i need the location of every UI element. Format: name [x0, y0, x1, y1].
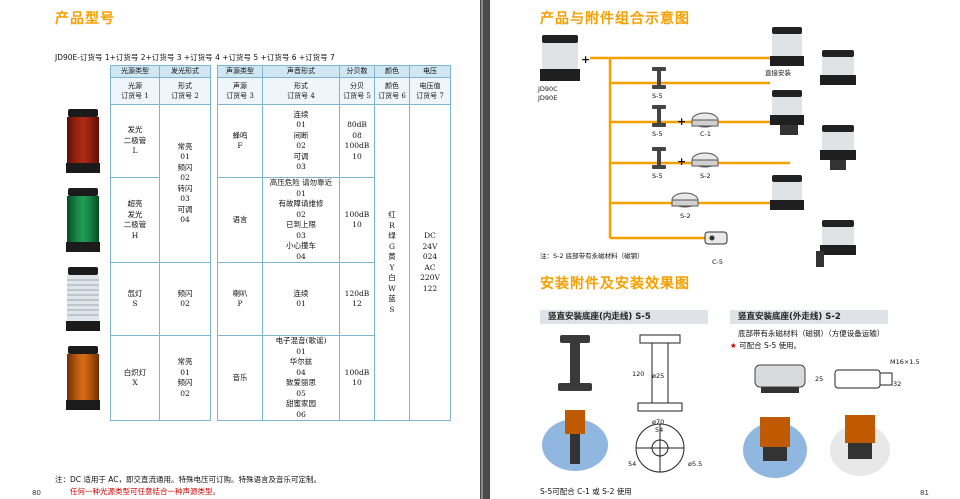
page-number-right: 81 [920, 489, 929, 497]
lamp-amber-image [55, 335, 111, 421]
header-voltage: 电压 [409, 65, 451, 78]
lamp-icon-6 [816, 220, 856, 267]
label-c1: C-1 [700, 130, 712, 138]
label-s2-b: S-2 [680, 212, 691, 220]
header-sound-form: 声音形式 [262, 65, 340, 78]
left-page: 产品型号 JD90E-订货号 1+订货号 2+订货号 3 +订货号 4 +订货号… [32, 11, 451, 497]
sound-source-horn: 喇叭 P [217, 262, 263, 336]
s2-product-image [743, 364, 893, 478]
decibel-music: 100dB 10 [339, 335, 375, 421]
light-form-incandescent: 常亮 01 频闪 02 [159, 335, 211, 421]
page-number-left: 80 [32, 489, 41, 497]
sound-source-voice: 语言 [217, 177, 263, 263]
combo-diagram-title: 产品与附件组合示意图 [540, 11, 690, 27]
panel-s5-caption: S-5可配合 C-1 或 S-2 使用 [540, 487, 632, 496]
dim-25b: 25 [815, 375, 824, 383]
sub-header-2: 形式 订货号 2 [159, 77, 211, 105]
dim-54b: 54 [628, 460, 637, 468]
header-light-form: 发光形式 [159, 65, 211, 78]
header-light-type: 光源类型 [110, 65, 160, 78]
light-source-superbright: 超亮 发光 二极管 H [110, 177, 160, 263]
light-form-xenon: 频闪 02 [159, 262, 211, 336]
header-decibel: 分贝数 [339, 65, 375, 78]
lamp-green-image [55, 177, 111, 263]
s2-base-icon-2 [671, 192, 699, 208]
note-s2: 注：S-2 底部带有永磁材料（磁钢） [540, 252, 644, 260]
label-jd90: JD90C JD90E [538, 85, 558, 102]
lamp-clear-image [55, 262, 111, 336]
header-color: 颜色 [374, 65, 410, 78]
sub-header-4: 形式 订货号 4 [262, 77, 340, 105]
footnote: 注：DC 适用于 AC，即交直流通用。特殊电压可订购。特殊语言及音乐可定制。 [55, 475, 322, 484]
jd90-lamp-icon [540, 35, 580, 81]
dim-32: 32 [893, 380, 902, 388]
dim-120: 120 [632, 370, 645, 378]
label-s5-b: S-5 [652, 130, 663, 138]
s5-product-image [542, 334, 685, 473]
lamp-icon-2 [820, 50, 856, 85]
svg-text:+: + [581, 53, 590, 66]
decibel-buzzer: 80dB 08 100dB 10 [339, 104, 375, 178]
dim-25: ø25 [652, 372, 665, 380]
c1-connector-icon [691, 112, 719, 128]
order-formula: JD90E-订货号 1+订货号 2+订货号 3 +订货号 4 +订货号 5 +订… [55, 53, 335, 62]
voltage-options: DC 24V 024 AC 220V 122 [409, 104, 451, 421]
footnote-red: 任何一种光源类型可任意结合一种声源类型。 [70, 487, 220, 496]
header-sound-type: 声源类型 [217, 65, 263, 78]
label-direct-install: 直接安装 [765, 69, 791, 77]
s2-base-icon [691, 152, 719, 168]
light-source-led: 发光 二极管 L [110, 104, 160, 178]
s5-base-icon-3 [652, 147, 666, 169]
label-s5-a: S-5 [652, 92, 663, 100]
label-s2-a: S-2 [700, 172, 711, 180]
panel-s2-desc1: 底部带有永磁材料（磁钢）（方便设备运输） [738, 329, 885, 338]
decibel-voice: 100dB 10 [339, 177, 375, 263]
s5-base-icon [652, 67, 666, 89]
direct-install-lamp-icon [770, 27, 804, 66]
sound-form-voice: 高压危险 请勿靠近 01 有故障请维修 02 已到上限 03 小心撞车 04 [262, 177, 340, 263]
lamp-icon-3 [770, 90, 804, 135]
s5-base-icon-2 [652, 105, 666, 127]
panel-s2-desc2: 可配合 S-5 使用。 [739, 341, 802, 350]
page-title: 产品型号 [55, 11, 115, 27]
combo-diagram: + [540, 27, 856, 267]
sound-source-music: 音乐 [217, 335, 263, 421]
dim-55: ø5.5 [688, 460, 703, 468]
dim-70: ø70 [652, 418, 665, 426]
sound-form-music: 电子混音(歌谣) 01 华尔兹 04 致爱丽思 05 甜蜜家园 06 [262, 335, 340, 421]
label-c5: C-5 [712, 258, 724, 266]
svg-text:+: + [677, 115, 686, 128]
lamp-red-image [55, 104, 111, 178]
sound-source-buzzer: 蜂鸣 F [217, 104, 263, 178]
color-options: 红 R 绿 G 黄 Y 白 W 蓝 S [374, 104, 410, 421]
sound-form-buzzer: 连续 01 间断 02 可调 03 [262, 104, 340, 178]
label-s5-c: S-5 [652, 172, 663, 180]
light-source-xenon: 氙灯 S [110, 262, 160, 336]
dim-54a: 54 [655, 426, 664, 434]
light-form-led: 常亮 01 频闪 02 转闪 03 可调 04 [159, 104, 211, 263]
install-title: 安装附件及安装效果图 [540, 276, 690, 292]
dim-m16: M16×1.5 [890, 358, 920, 366]
c5-bracket-icon [704, 231, 728, 245]
star-icon: ★ [730, 341, 737, 350]
svg-text:+: + [677, 155, 686, 168]
sound-form-horn: 连续 01 [262, 262, 340, 336]
light-source-incandescent: 白炽灯 X [110, 335, 160, 421]
right-page: 产品与附件组合示意图 + [490, 0, 960, 499]
sub-header-3: 声源 订货号 3 [217, 77, 263, 105]
panel-s2-title: 竖直安装底座(外走线) S-2 [730, 310, 888, 324]
sub-header-1: 光源 订货号 1 [110, 77, 160, 105]
spec-table: 光源类型 发光形式 声源类型 声音形式 分贝数 颜色 电压 光源 订货号 1 形… [55, 65, 451, 421]
lamp-icon-4 [820, 125, 856, 170]
panel-s5-title: 竖直安装底座(内走线) S-5 [540, 310, 708, 324]
sub-header-7: 电压值 订货号 7 [409, 77, 451, 105]
sub-header-5: 分贝 订货号 5 [339, 77, 375, 105]
sub-header-6: 颜色 订货号 6 [374, 77, 410, 105]
page-gutter [480, 0, 490, 499]
lamp-icon-5 [770, 175, 804, 210]
decibel-horn: 120dB 12 [339, 262, 375, 336]
